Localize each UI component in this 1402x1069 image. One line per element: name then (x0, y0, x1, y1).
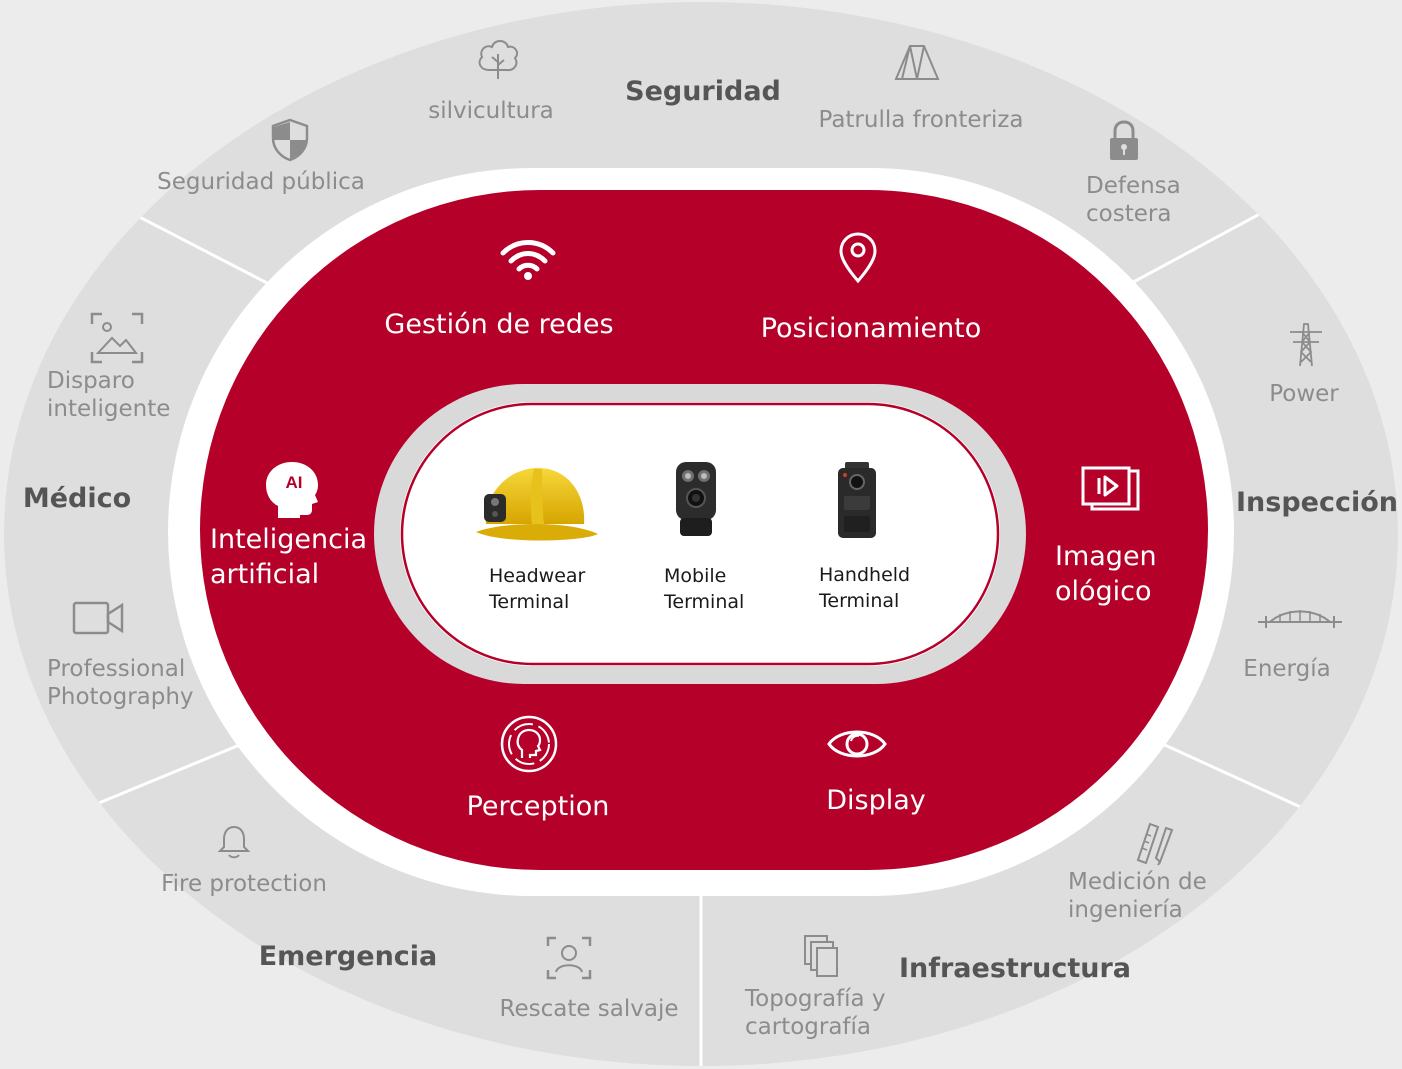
face-scan-icon (546, 936, 592, 980)
device-headwear-terminal: Headwear Terminal (489, 563, 585, 615)
capability-gestion-redes: Gestión de redes (384, 307, 613, 342)
power-tower-icon (1288, 322, 1324, 368)
disparo-line2: inteligente (47, 395, 170, 423)
bell-icon (216, 824, 252, 860)
defensa-line1: Defensa (1086, 172, 1181, 200)
professional-line1: Professional (47, 655, 194, 683)
item-silvicultura: silvicultura (428, 97, 554, 125)
bridge-icon (1256, 606, 1344, 632)
item-professional-photography: Professional Photography (47, 655, 194, 711)
ia-line2: artificial (210, 557, 367, 592)
shield-icon (270, 118, 310, 162)
eye-icon (826, 724, 888, 764)
item-patrulla-fronteriza: Patrulla fronteriza (818, 106, 1023, 134)
medicion-line2: ingeniería (1068, 896, 1207, 924)
item-disparo-inteligente: Disparo inteligente (47, 367, 170, 423)
capability-posicionamiento: Posicionamiento (761, 311, 982, 346)
item-rescate-salvaje: Rescate salvaje (499, 995, 678, 1023)
mobile-line1: Mobile (664, 563, 744, 589)
item-fire-protection: Fire protection (161, 870, 327, 898)
lock-icon (1108, 120, 1140, 162)
item-energia: Energía (1243, 655, 1330, 683)
tent-icon (893, 43, 941, 81)
documents-icon (803, 934, 839, 978)
imagen-line2: ológico (1055, 574, 1157, 609)
capability-perception: Perception (467, 789, 610, 824)
disparo-line1: Disparo (47, 367, 170, 395)
body-camera-icon (832, 460, 882, 544)
imagen-line1: Imagen (1055, 539, 1157, 574)
capability-inteligencia-artificial: Inteligencia artificial (210, 522, 367, 592)
category-infraestructura: Infraestructura (899, 953, 1131, 986)
item-power: Power (1269, 380, 1339, 408)
topografia-line2: cartografía (745, 1013, 886, 1041)
handheld-line1: Handheld (819, 562, 910, 588)
ia-line1: Inteligencia (210, 522, 367, 557)
image-capture-icon (90, 312, 144, 364)
video-camera-icon (72, 600, 124, 636)
item-seguridad-publica: Seguridad pública (157, 168, 365, 196)
ruler-pencil-icon (1134, 820, 1176, 866)
category-inspeccion: Inspección (1236, 487, 1398, 520)
item-medicion-ingenieria: Medición de ingeniería (1068, 868, 1207, 924)
tree-icon (474, 36, 522, 80)
capability-imagen-ologico: Imagen ológico (1055, 539, 1157, 609)
headwear-line2: Terminal (489, 589, 585, 615)
category-emergencia: Emergencia (259, 941, 438, 974)
wifi-icon (500, 238, 556, 282)
device-handheld-terminal: Handheld Terminal (819, 562, 910, 614)
ai-head-icon: AI (264, 460, 322, 520)
item-topografia-cartografia: Topografía y cartografía (745, 985, 886, 1041)
ai-badge: AI (286, 473, 303, 492)
capability-display: Display (826, 783, 926, 818)
category-medico: Médico (23, 483, 131, 516)
medicion-line1: Medición de (1068, 868, 1207, 896)
mobile-camera-icon (670, 458, 722, 544)
item-defensa-costera: Defensa costera (1086, 172, 1181, 228)
face-perception-icon (499, 714, 559, 774)
category-seguridad: Seguridad (625, 76, 781, 109)
defensa-line2: costera (1086, 200, 1181, 228)
device-mobile-terminal: Mobile Terminal (664, 563, 744, 615)
handheld-line2: Terminal (819, 588, 910, 614)
headwear-line1: Headwear (489, 563, 585, 589)
mobile-line2: Terminal (664, 589, 744, 615)
location-pin-icon (838, 232, 878, 284)
professional-line2: Photography (47, 683, 194, 711)
play-frame-icon (1080, 465, 1142, 513)
helmet-icon (472, 462, 600, 550)
topografia-line1: Topografía y (745, 985, 886, 1013)
